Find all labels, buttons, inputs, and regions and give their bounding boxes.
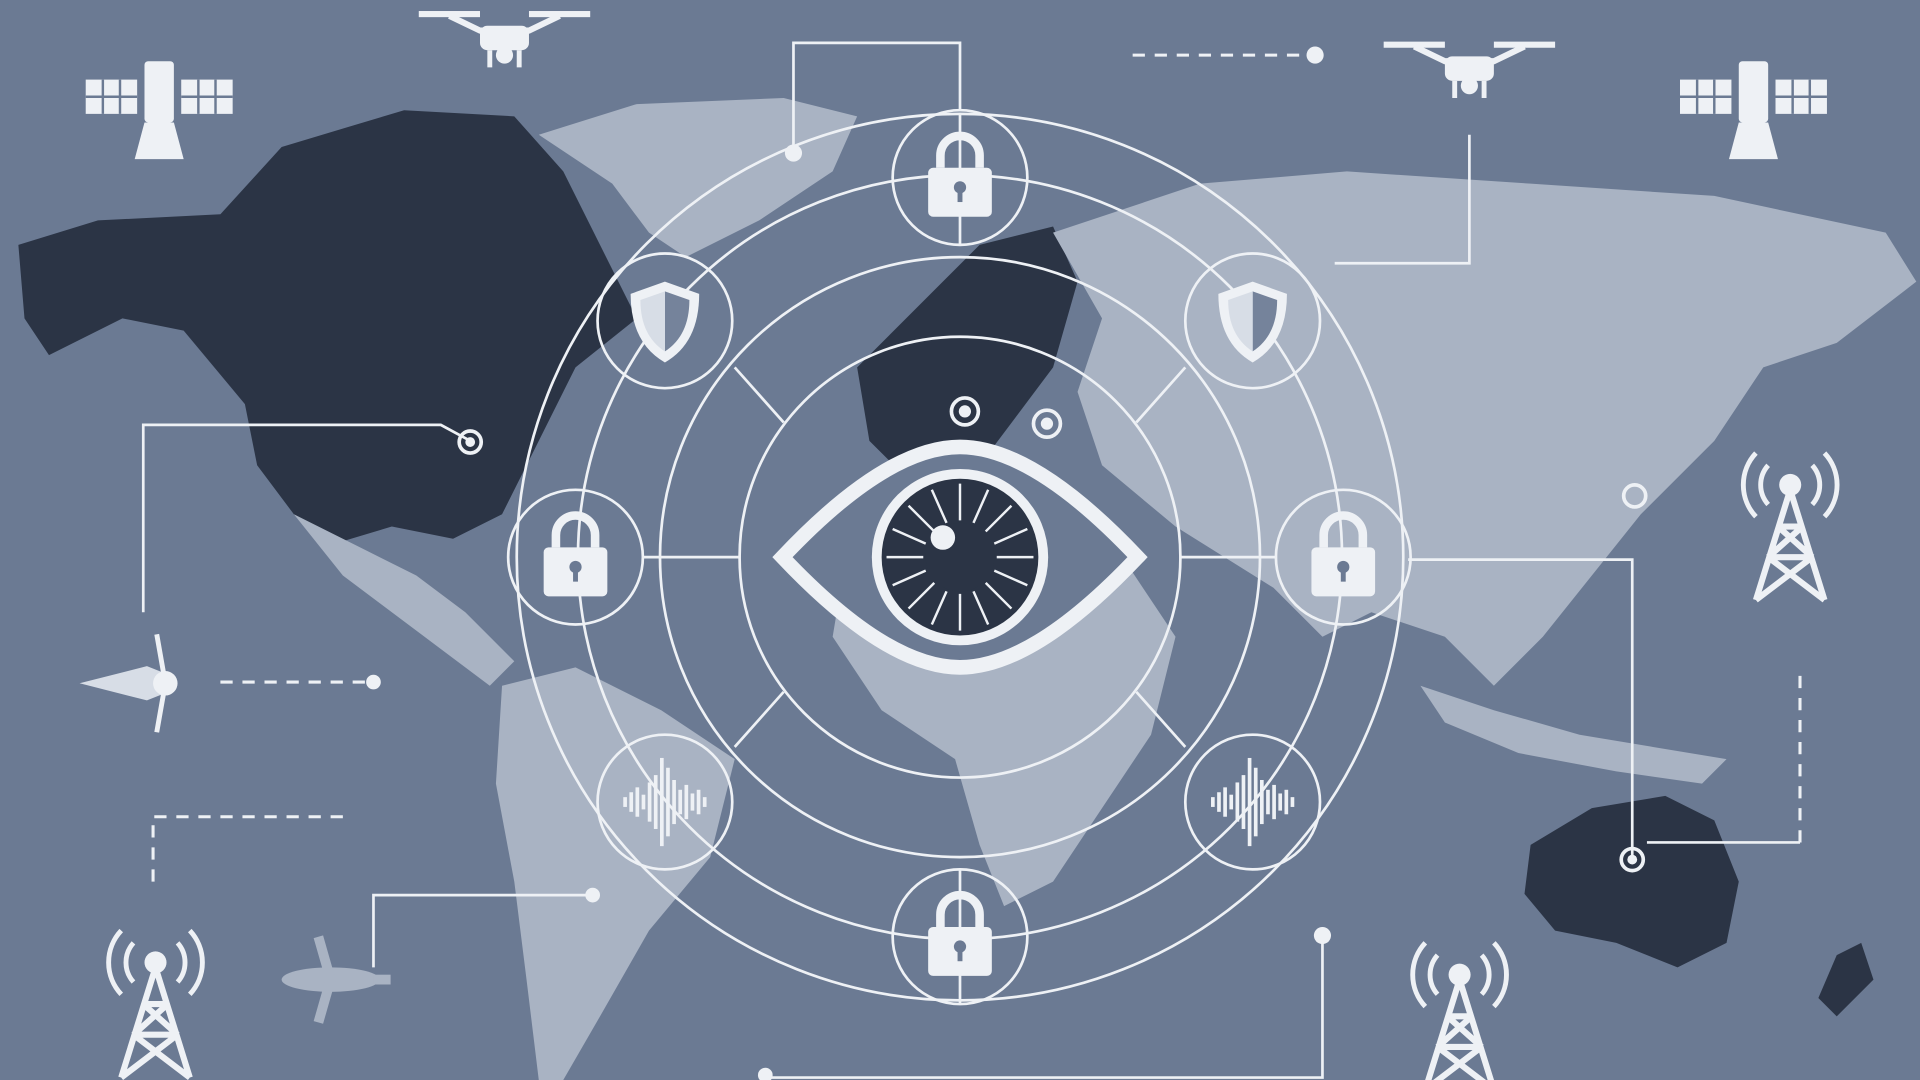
australia [1524,795,1739,968]
ring-node-lock-top [891,108,1029,247]
ring-node-shield-left [596,252,734,390]
ring-node-wave-right [1183,733,1322,871]
aircraft-icon [281,935,391,1024]
ring-node-wave-left [596,733,734,871]
eye-icon [772,439,1148,675]
ring-node-lock-bottom [891,868,1029,1006]
south-america [495,667,735,1080]
ring-node-lock-left [506,488,645,626]
southeast-asia [1420,685,1727,784]
aircraft-icon [79,633,178,733]
central-america [293,514,515,686]
europe [857,226,1078,478]
ring-node-lock-right [1274,488,1412,626]
connector-lines [141,41,1802,1080]
north-america [18,110,637,545]
ring-node-shield-right [1183,252,1322,390]
greenland [538,97,858,258]
new-zealand [1818,942,1874,1017]
